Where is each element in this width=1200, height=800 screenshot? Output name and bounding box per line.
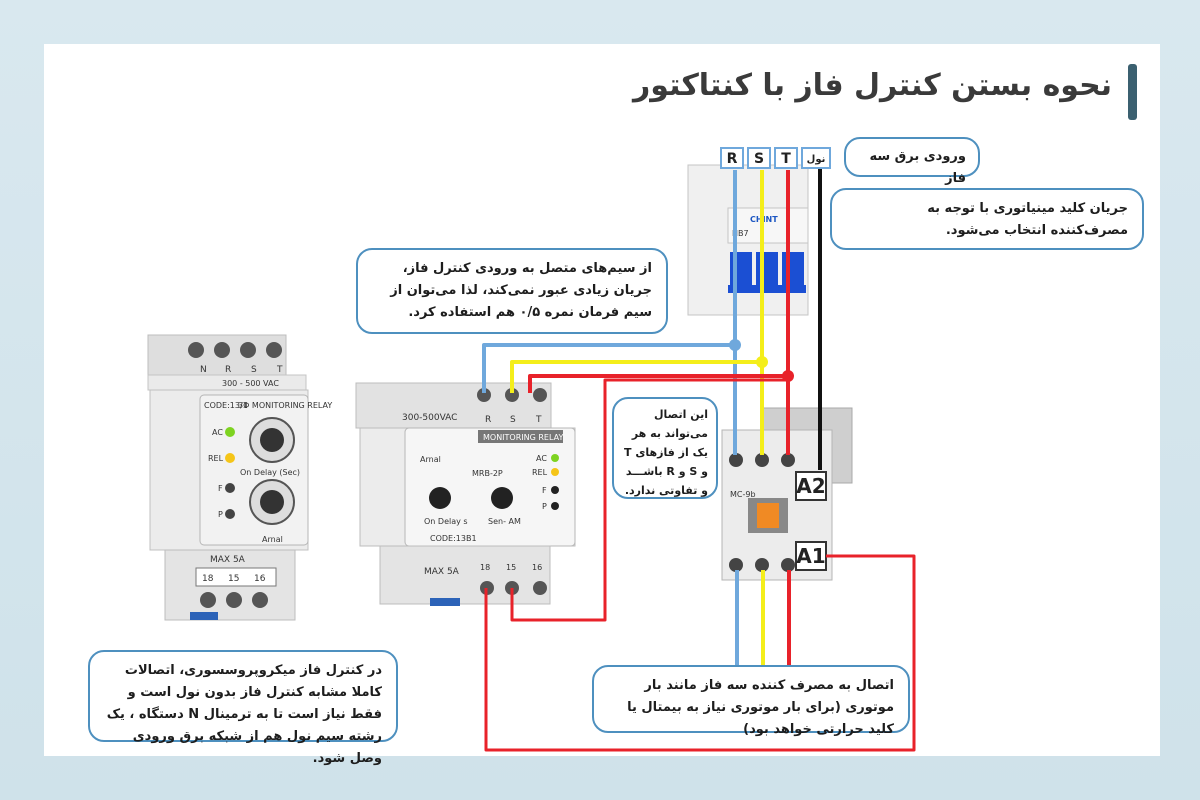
relay-left-contact-15: 15 xyxy=(228,574,239,584)
relay-left-term-r: R xyxy=(225,365,231,375)
relay-right-delay-knob[interactable] xyxy=(429,487,451,509)
relay-left-term-s: S xyxy=(251,365,257,375)
relay-left-term-t: T xyxy=(276,365,283,375)
phase-t-label: T xyxy=(781,151,791,167)
callout-micro-note: در کنترل فاز میکروپروسسوری، اتصالات کامل… xyxy=(88,650,398,766)
delay-dial-knob xyxy=(260,428,284,452)
relay-right-led-p-label: P xyxy=(542,502,547,511)
relay-left: N R S T 300 - 500 VAC CODE:13/1 3Φ MONIT… xyxy=(147,334,332,621)
relay-right-led-rel-label: REL xyxy=(532,468,548,477)
wire-t-relay xyxy=(528,374,788,393)
relay-right-led-f-label: F xyxy=(542,486,547,495)
relay-left-led-p-label: P xyxy=(218,510,223,519)
relay-left-contact-18: 18 xyxy=(202,574,214,584)
relay-left-knob-label: On Delay (Sec) xyxy=(240,468,300,477)
relay-right-term-r: R xyxy=(485,415,491,425)
junction-t xyxy=(782,370,794,382)
wires xyxy=(482,165,916,752)
junction-r xyxy=(729,339,741,351)
contactor: MC-9b A2 A1 xyxy=(721,407,853,581)
phase-neutral-label: نول xyxy=(807,154,826,165)
relay-right-knob2-label: Sen- AM xyxy=(488,517,521,526)
relay-right-max: MAX 5A xyxy=(424,567,460,577)
wire-s-relay xyxy=(510,360,762,393)
wire-r-relay xyxy=(482,343,735,393)
callout-load-note: اتصال به مصرف کننده سه فاز مانند بار موت… xyxy=(592,665,910,737)
led-p xyxy=(225,509,235,519)
led-rel xyxy=(225,453,235,463)
relay-right-model: MRB-2P xyxy=(472,469,503,478)
callout-phase-note: این اتصال می‌تواند به هر یک از فازهای T … xyxy=(612,397,718,499)
relay-left-max: MAX 5A xyxy=(210,555,246,565)
relay-left-heading: 3Φ MONITORING RELAY xyxy=(238,401,332,410)
breaker-pole-2[interactable] xyxy=(756,252,778,290)
contactor-a1-label: A1 xyxy=(796,544,825,568)
led-f xyxy=(225,483,235,493)
relay-right: 300-500VAC R S T MONITORING RELAY Arnal … xyxy=(355,382,576,606)
wire-control-a1 xyxy=(484,554,916,752)
page-title: نحوه بستن کنترل فاز با کنتاکتور xyxy=(633,68,1112,103)
relay-left-led-f-label: F xyxy=(218,484,223,493)
relay-left-led-ac-label: AC xyxy=(212,428,223,437)
breaker-model: NB7 xyxy=(732,229,749,238)
wire-control-relay xyxy=(510,378,788,622)
phase-r-label: R xyxy=(727,151,738,167)
contactor-model: MC-9b xyxy=(730,490,756,499)
relay-left-voltage: 300 - 500 VAC xyxy=(222,379,279,388)
relay-right-contact-15: 15 xyxy=(506,563,516,572)
breaker-brand: CHINT xyxy=(750,215,778,224)
junction-s xyxy=(756,356,768,368)
relay-right-contact-16: 16 xyxy=(532,563,542,572)
relay-right-term-s: S xyxy=(510,415,516,425)
relay-left-code: CODE:13/1 xyxy=(204,401,248,410)
relay-left-term-n: N xyxy=(200,365,207,375)
led-ac xyxy=(225,427,235,437)
relay-right-voltage: 300-500VAC xyxy=(402,413,457,423)
relay-right-sens-knob[interactable] xyxy=(491,487,513,509)
relay-right-code: CODE:13B1 xyxy=(430,534,477,543)
relay-left-contact-box xyxy=(195,567,277,587)
phase-input-boxes: R S T نول xyxy=(720,147,831,169)
phase-s-label: S xyxy=(754,151,764,167)
relay-right-heading: MONITORING RELAY xyxy=(483,433,563,442)
relay-left-contact-16: 16 xyxy=(254,574,266,584)
sensitivity-dial-knob xyxy=(260,490,284,514)
relay-right-contact-18: 18 xyxy=(480,563,490,572)
relay-right-led-ac-label: AC xyxy=(536,454,547,463)
relay-left-brand: Arnal xyxy=(262,535,283,544)
title-accent-bar xyxy=(1128,64,1137,120)
relay-right-knob1-label: On Delay s xyxy=(424,517,468,526)
relay-right-term-t: T xyxy=(535,415,542,425)
relay-right-brand: Arnal xyxy=(420,455,441,464)
relay-left-top-screws xyxy=(188,342,282,358)
callout-breaker-note: جریان کلید مینیاتوری با توجه به مصرف‌کنن… xyxy=(830,188,1144,250)
callout-input: ورودی برق سه فاز xyxy=(844,137,980,186)
contactor-indicator xyxy=(757,503,779,528)
callout-wire-note: از سیم‌های متصل به ورودی کنترل فاز، جریا… xyxy=(356,248,668,334)
contactor-a2-label: A2 xyxy=(796,474,825,498)
relay-left-led-rel-label: REL xyxy=(208,454,224,463)
breaker-pole-3[interactable] xyxy=(782,252,804,290)
